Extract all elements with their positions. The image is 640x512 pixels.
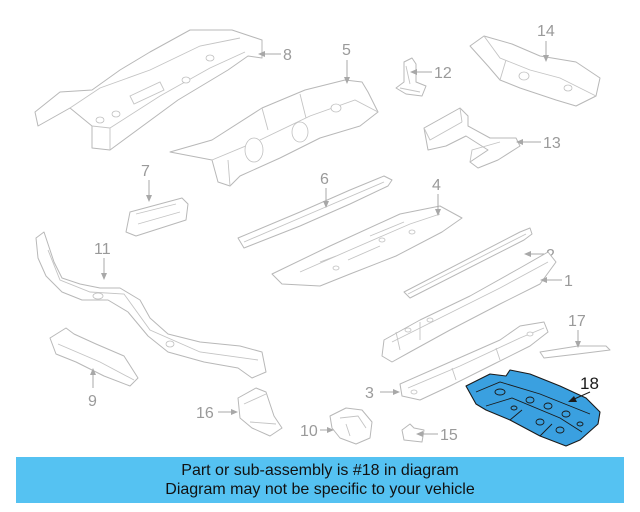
callout-label: 3 [365, 385, 374, 402]
part-2-strip[interactable] [403, 227, 533, 299]
callout-14: 14 [537, 23, 555, 62]
callout-label: 4 [432, 177, 441, 194]
callout-label: 8 [283, 47, 292, 64]
part-5-center-tunnel[interactable] [169, 79, 379, 187]
callout-4: 4 [432, 177, 441, 216]
banner-line-part: Part or sub-assembly is #18 in diagram [181, 462, 459, 479]
callout-label: 5 [342, 42, 351, 59]
part-13-crossmember[interactable] [423, 107, 521, 169]
callout-18: 18 [568, 374, 599, 402]
part-15-clip[interactable] [401, 423, 425, 443]
part-16-bracket[interactable] [237, 387, 283, 437]
callout-9: 9 [88, 368, 97, 410]
callout-5: 5 [342, 42, 351, 84]
callout-label: 1 [564, 273, 573, 290]
callout-label: 7 [141, 163, 150, 180]
part-12-bracket[interactable] [395, 57, 427, 97]
part-4-floor-pan[interactable] [271, 205, 463, 287]
callout-label: 15 [440, 427, 458, 444]
callout-label: 13 [543, 135, 561, 152]
part-1-rocker[interactable] [381, 251, 557, 363]
callout-label: 12 [434, 65, 452, 82]
info-banner: Part or sub-assembly is #18 in diagram D… [16, 457, 624, 503]
callout-8: 8 [258, 47, 292, 64]
callout-label: 18 [580, 374, 599, 393]
callout-13: 13 [516, 135, 561, 152]
callout-label: 17 [568, 313, 586, 330]
callout-16: 16 [196, 405, 238, 422]
callout-1: 1 [540, 273, 573, 290]
callout-label: 9 [88, 393, 97, 410]
part-9-extension[interactable] [49, 327, 139, 387]
callout-6: 6 [320, 171, 329, 208]
part-10-bracket[interactable] [329, 407, 373, 445]
callout-7: 7 [141, 163, 152, 202]
callout-label: 11 [94, 241, 111, 258]
callout-12: 12 [410, 65, 452, 82]
callout-15: 15 [416, 427, 458, 444]
callout-17: 17 [568, 313, 586, 348]
callout-10: 10 [300, 423, 334, 440]
part-17-molding[interactable] [539, 345, 611, 359]
part-14-rear-member[interactable] [469, 35, 601, 107]
part-11-side-member[interactable] [35, 231, 267, 379]
parts-diagram: 8 5 12 14 13 [34, 23, 611, 447]
part-18-rear-floor-pan[interactable] [465, 369, 601, 447]
callout-label: 6 [320, 171, 329, 188]
callout-3: 3 [365, 385, 400, 402]
callout-11: 11 [94, 241, 111, 280]
banner-line-disclaimer: Diagram may not be specific to your vehi… [165, 481, 475, 498]
part-8-front-tunnel[interactable] [34, 29, 263, 151]
callout-label: 16 [196, 405, 214, 422]
part-3-sill[interactable] [399, 321, 549, 401]
part-7-plate[interactable] [125, 197, 189, 237]
callout-label: 10 [300, 423, 318, 440]
callout-label: 14 [537, 23, 555, 40]
